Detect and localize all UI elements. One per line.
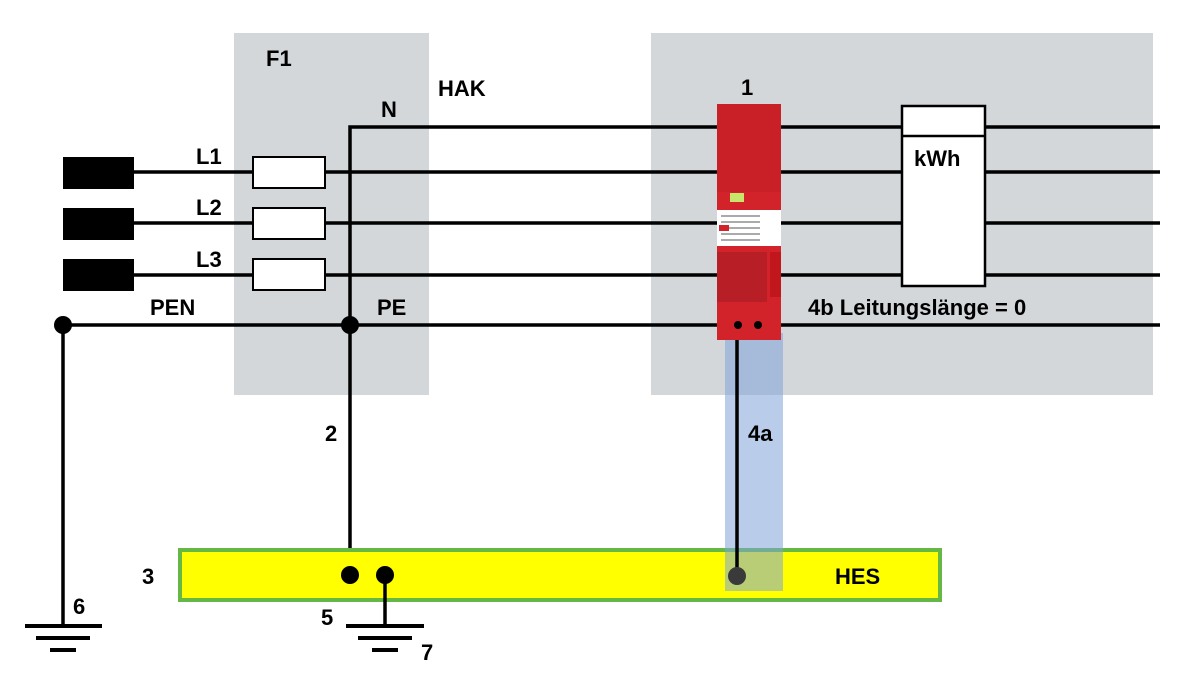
label-pen: PEN — [150, 295, 195, 320]
equipotential-bar — [178, 548, 942, 602]
terminal-5 — [341, 566, 359, 584]
junction-pe — [341, 316, 359, 334]
label-hak: HAK — [438, 76, 486, 101]
label-l3: L3 — [196, 247, 222, 272]
label-f1: F1 — [266, 46, 292, 71]
label-l2: L2 — [196, 195, 222, 220]
label-line-length: 4b Leitungslänge = 0 — [808, 295, 1026, 320]
fuse-l2 — [252, 207, 326, 240]
n-conductor — [348, 125, 1160, 566]
transformer-winding-l3 — [63, 259, 134, 291]
connection-4a-highlight — [725, 333, 783, 591]
label-4a: 4a — [748, 421, 773, 446]
label-2: 2 — [325, 421, 337, 446]
label-6: 6 — [73, 594, 85, 619]
label-pe: PE — [377, 295, 406, 320]
label-7: 7 — [421, 640, 433, 665]
label-n: N — [381, 97, 397, 122]
junction-pen-left — [54, 316, 72, 334]
transformer-winding-l1 — [63, 157, 134, 189]
fuse-l1 — [252, 156, 326, 189]
label-hes: HES — [835, 564, 880, 589]
earth-symbol-7 — [346, 624, 424, 652]
label-kwh: kWh — [914, 146, 960, 171]
surge-protective-device — [717, 104, 781, 340]
fuse-l3 — [252, 258, 326, 291]
label-spd: 1 — [741, 75, 753, 100]
terminal-4a — [728, 567, 746, 585]
earth-symbol-6 — [25, 624, 102, 652]
label-3: 3 — [142, 564, 154, 589]
kwh-meter — [900, 104, 987, 288]
label-l1: L1 — [196, 144, 222, 169]
label-5: 5 — [321, 605, 333, 630]
transformer-winding-l2 — [63, 208, 134, 240]
